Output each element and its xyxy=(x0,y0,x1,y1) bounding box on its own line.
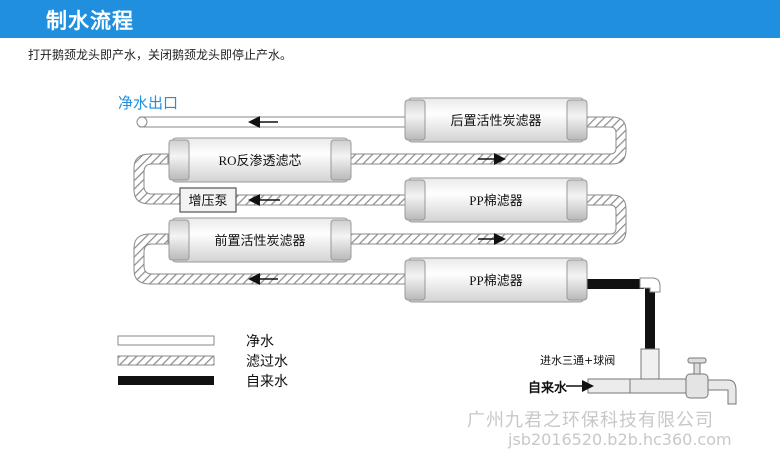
pre-carbon-label: 前置活性炭滤器 xyxy=(214,233,305,248)
page-title: 制水流程 xyxy=(46,9,134,33)
outlet-label: 净水出口 xyxy=(118,94,178,112)
tap-water-label: 自来水 xyxy=(528,380,568,396)
subtitle: 打开鹅颈龙头即产水，关闭鹅颈龙头即停止产水。 xyxy=(28,48,293,62)
inlet-valve-assembly xyxy=(627,348,689,394)
booster-pump xyxy=(179,187,237,213)
watermark-company: 广州九君之环保科技有限公司 xyxy=(467,410,714,431)
pp-cotton-filter-lower xyxy=(404,257,588,303)
pp-lower-label: PP棉滤器 xyxy=(469,273,522,288)
filtered-water-pipes xyxy=(133,116,627,285)
faucet-icon xyxy=(587,357,737,405)
watermark-url: jsb2016520.b2b.hc360.com xyxy=(508,430,732,449)
valve-label: 进水三通+球阀 xyxy=(540,353,615,367)
legend-filtered-swatch xyxy=(117,355,215,366)
legend-clean-label: 净水 xyxy=(246,334,274,350)
legend-clean-swatch xyxy=(117,335,215,346)
ro-label: RO反渗透滤芯 xyxy=(218,153,301,168)
ro-membrane-filter xyxy=(168,137,352,183)
legend-tap-label: 自来水 xyxy=(246,374,288,390)
pre-carbon-filter xyxy=(168,217,352,263)
tap-water-pipe xyxy=(582,277,661,352)
header-bar: 制水流程 xyxy=(0,0,780,38)
pp-cotton-filter-upper xyxy=(404,177,588,223)
legend-tap-swatch xyxy=(118,376,214,385)
post-carbon-label: 后置活性炭滤器 xyxy=(450,113,541,128)
pp-upper-label: PP棉滤器 xyxy=(469,193,522,208)
post-carbon-filter xyxy=(404,97,588,143)
booster-pump-label: 增压泵 xyxy=(188,193,227,208)
legend-filtered-label: 滤过水 xyxy=(246,354,288,370)
legend: 净水 滤过水 自来水 xyxy=(117,334,288,390)
flow-arrows xyxy=(248,116,506,285)
